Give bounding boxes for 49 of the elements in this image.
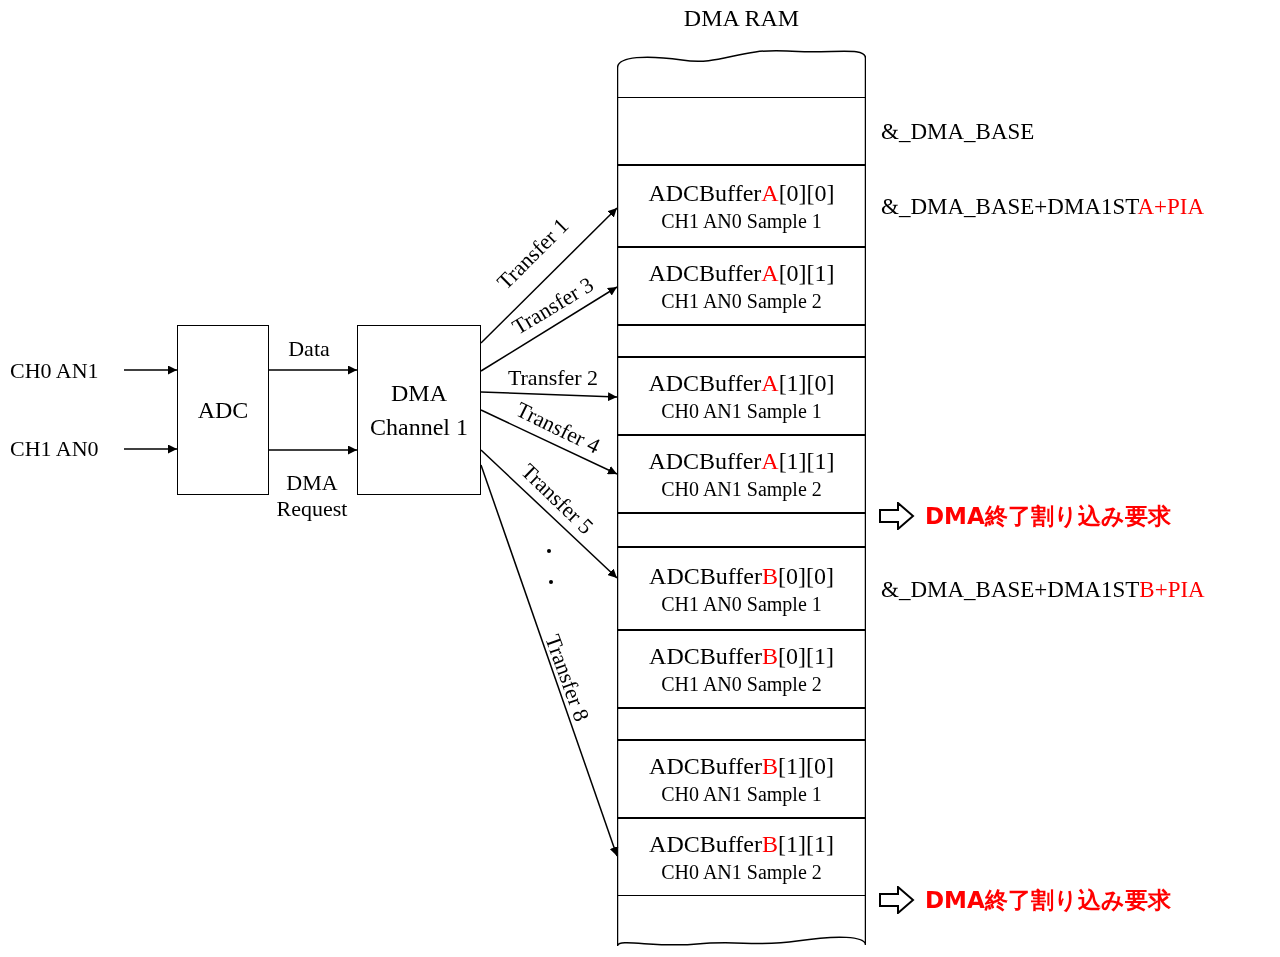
interrupt-request-label: DMA終了割り込み要求	[925, 886, 1171, 915]
sample-label: CH0 AN1 Sample 1	[661, 401, 822, 421]
memory-row	[617, 247, 866, 325]
memory-row	[617, 435, 866, 513]
empty-memory-row	[617, 513, 866, 547]
memory-row	[617, 357, 866, 435]
arrow	[123, 365, 178, 375]
memory-title: DMA RAM	[682, 6, 801, 30]
block-box: ADC	[177, 325, 269, 495]
sample-label: CH1 AN0 Sample 2	[661, 291, 822, 311]
arrow	[268, 365, 358, 375]
sample-label: CH0 AN1 Sample 2	[661, 862, 822, 882]
arrow	[123, 444, 178, 454]
address-label: &_DMA_BASE+DMA1STB+PIA	[881, 577, 1205, 600]
arrow	[480, 391, 618, 402]
sample-label: CH1 AN0 Sample 1	[661, 593, 822, 614]
buffer-name: ADCBufferA[1][0]	[648, 371, 835, 395]
edge-label: Data	[288, 336, 330, 362]
buffer-name: ADCBufferB[0][0]	[649, 563, 834, 588]
empty-memory-row	[617, 708, 866, 740]
arrow	[268, 445, 358, 455]
buffer-name: ADCBufferB[1][0]	[649, 754, 834, 778]
input-channel-label: CH1 AN0	[10, 434, 124, 464]
edge-label: Transfer 8	[539, 631, 595, 725]
arrow	[480, 409, 618, 475]
memory-row	[617, 818, 866, 896]
memory-row	[617, 740, 866, 818]
memory-row	[617, 630, 866, 708]
buffer-name: ADCBufferB[1][1]	[649, 832, 834, 856]
arrow	[480, 286, 618, 372]
arrow	[480, 464, 619, 857]
edge-label: DMA Request	[275, 470, 349, 522]
buffer-name: ADCBufferB[0][1]	[649, 644, 834, 668]
sample-label: CH0 AN1 Sample 2	[661, 479, 822, 499]
empty-memory-row	[617, 325, 866, 357]
buffer-name: ADCBufferA[1][1]	[648, 449, 835, 473]
input-channel-label: CH0 AN1	[10, 356, 124, 386]
edge-label: Transfer 2	[507, 365, 599, 391]
block-box: DMA Channel 1	[357, 325, 481, 495]
buffer-name: ADCBufferA[0][0]	[648, 181, 835, 205]
sample-label: CH0 AN1 Sample 1	[661, 784, 822, 804]
address-label: &_DMA_BASE	[881, 119, 1035, 143]
interrupt-request-label: DMA終了割り込み要求	[925, 502, 1171, 531]
sample-label: CH1 AN0 Sample 2	[661, 674, 822, 694]
address-label: &_DMA_BASE+DMA1STA+PIA	[881, 194, 1205, 218]
sample-label: CH1 AN0 Sample 1	[661, 211, 822, 231]
arrow	[480, 449, 618, 579]
buffer-name: ADCBufferA[0][1]	[648, 261, 835, 285]
arrow	[480, 207, 618, 344]
